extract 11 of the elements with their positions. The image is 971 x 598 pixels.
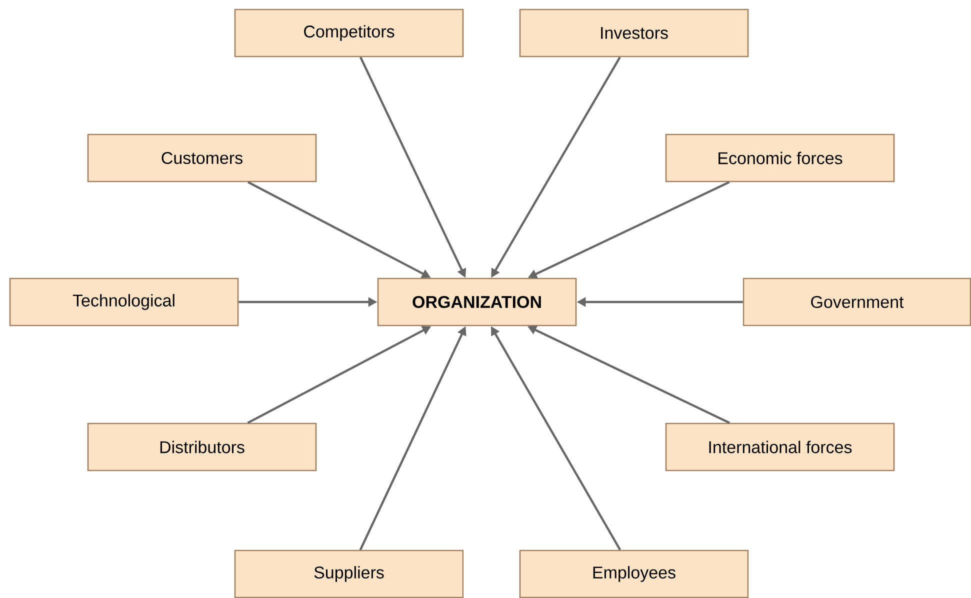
process-box: ORGANIZATION (377, 278, 577, 326)
process-box: Employees (519, 550, 749, 598)
process-box: Technological (9, 278, 239, 326)
process-box: Customers (87, 134, 317, 182)
process-box: Investors (519, 8, 749, 58)
process-box: International forces (665, 422, 895, 472)
process-box: Government (742, 278, 971, 326)
process-box: Suppliers (234, 550, 464, 598)
process-box: Economic forces (665, 134, 895, 182)
process-box: Competitors (234, 8, 464, 58)
process-box: Distributors (87, 422, 317, 472)
